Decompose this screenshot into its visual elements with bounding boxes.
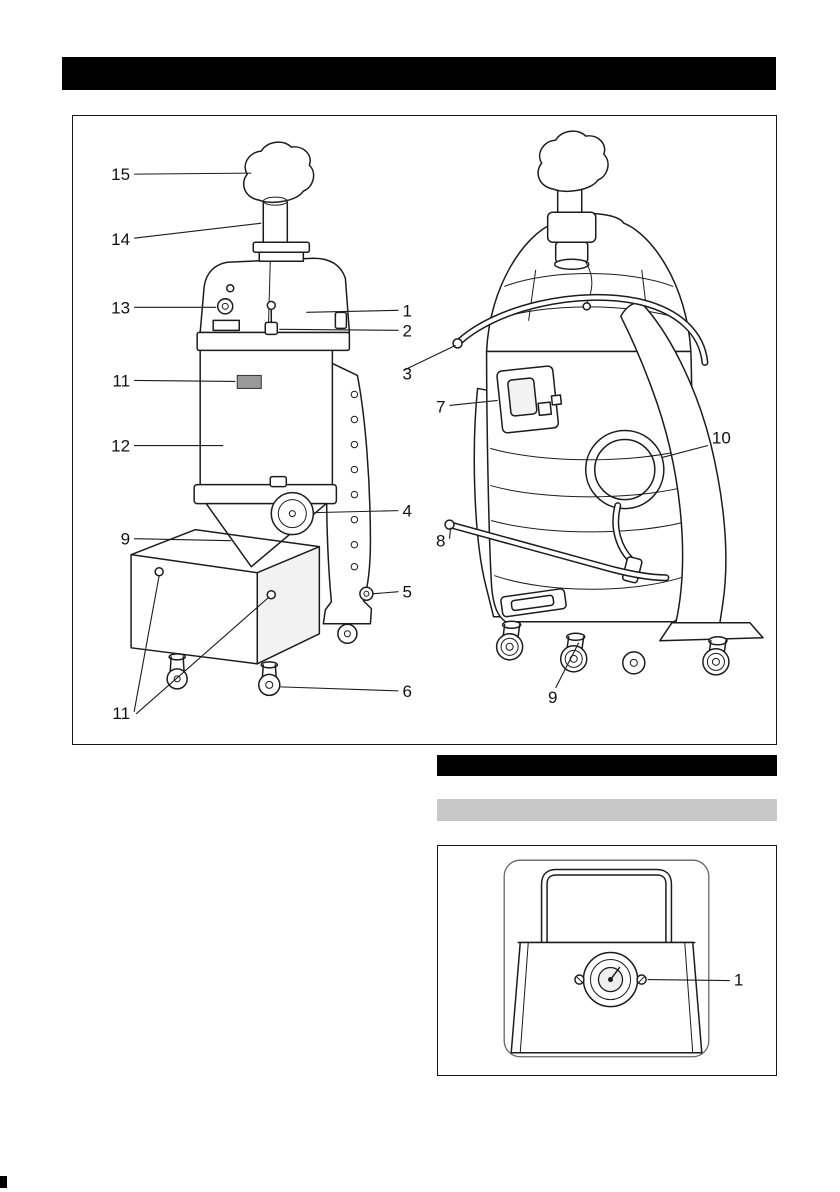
callout-11-bottom: 11 bbox=[112, 704, 130, 723]
bin-handle bbox=[500, 588, 567, 618]
right-frame-panel bbox=[620, 301, 727, 624]
callout-1: 1 bbox=[402, 301, 411, 320]
push-handle-upper bbox=[452, 293, 709, 366]
filter-shaker-lever bbox=[264, 300, 279, 336]
callouts: 15 14 13 11 12 9 11 1 2 3 bbox=[111, 165, 731, 723]
type-plate bbox=[236, 374, 262, 389]
callout-9-front: 9 bbox=[121, 530, 130, 549]
collection-bin bbox=[130, 528, 321, 665]
callout-4: 4 bbox=[402, 502, 411, 521]
callout-10: 10 bbox=[712, 429, 731, 448]
motor-head bbox=[196, 241, 351, 352]
callout-2: 2 bbox=[402, 321, 411, 340]
bin-mount-point bbox=[154, 566, 164, 577]
exhaust-handle bbox=[243, 141, 315, 204]
callout-9-rear: 9 bbox=[548, 688, 557, 707]
accessory-bracket bbox=[496, 365, 563, 434]
section-title-bar bbox=[62, 57, 776, 90]
star-knob bbox=[359, 586, 374, 601]
clamp-ring bbox=[193, 483, 338, 505]
callout-5: 5 bbox=[402, 583, 411, 602]
bin-mount-point bbox=[266, 589, 277, 600]
callout-12: 12 bbox=[111, 437, 130, 456]
caster-wheel bbox=[258, 673, 281, 697]
callout-7: 7 bbox=[436, 397, 445, 416]
head-latch bbox=[334, 311, 348, 330]
knob-detail-diagram: 1 bbox=[503, 859, 743, 1058]
callout-8: 8 bbox=[436, 532, 445, 551]
vacuum-rear-view bbox=[444, 130, 764, 676]
exhaust-handle-rear bbox=[537, 130, 609, 193]
trolley-frame bbox=[322, 362, 374, 645]
power-switch bbox=[216, 298, 234, 315]
callout-11-plate: 11 bbox=[112, 371, 130, 390]
indicator-lamp bbox=[225, 284, 235, 293]
push-handle-lower bbox=[444, 519, 670, 582]
frame-wheel bbox=[337, 623, 358, 645]
callout-3: 3 bbox=[402, 364, 411, 383]
page-edge-mark bbox=[0, 1176, 7, 1188]
carry-handle bbox=[540, 868, 673, 946]
vacuum-overview-diagram: 15 14 13 11 12 9 11 1 2 3 bbox=[111, 130, 764, 723]
exhaust-stack bbox=[243, 141, 315, 243]
rotary-knob bbox=[574, 951, 647, 1008]
vacuum-front-view bbox=[130, 141, 374, 697]
callout-detail-1: 1 bbox=[734, 971, 743, 990]
callout-15: 15 bbox=[111, 165, 130, 184]
filter-container bbox=[199, 347, 334, 487]
callout-13: 13 bbox=[111, 298, 130, 317]
rear-casters bbox=[495, 620, 730, 676]
frame-foot bbox=[659, 622, 764, 642]
exhaust-stack-rear bbox=[537, 130, 609, 311]
subsection-subtitle-bar bbox=[437, 799, 777, 821]
subsection-title-bar bbox=[437, 755, 777, 776]
rating-label bbox=[212, 319, 240, 332]
clamp-latch bbox=[269, 475, 288, 488]
suction-inlet bbox=[270, 491, 315, 536]
overview-figure-box: 15 14 13 11 12 9 11 1 2 3 bbox=[72, 115, 777, 745]
muffler bbox=[546, 211, 597, 243]
callout-6: 6 bbox=[402, 682, 411, 701]
head-cover bbox=[199, 257, 351, 334]
detail-figure-box: 1 bbox=[437, 845, 777, 1076]
detail-drawing: 1 bbox=[503, 859, 743, 1058]
callout-14: 14 bbox=[111, 230, 130, 249]
